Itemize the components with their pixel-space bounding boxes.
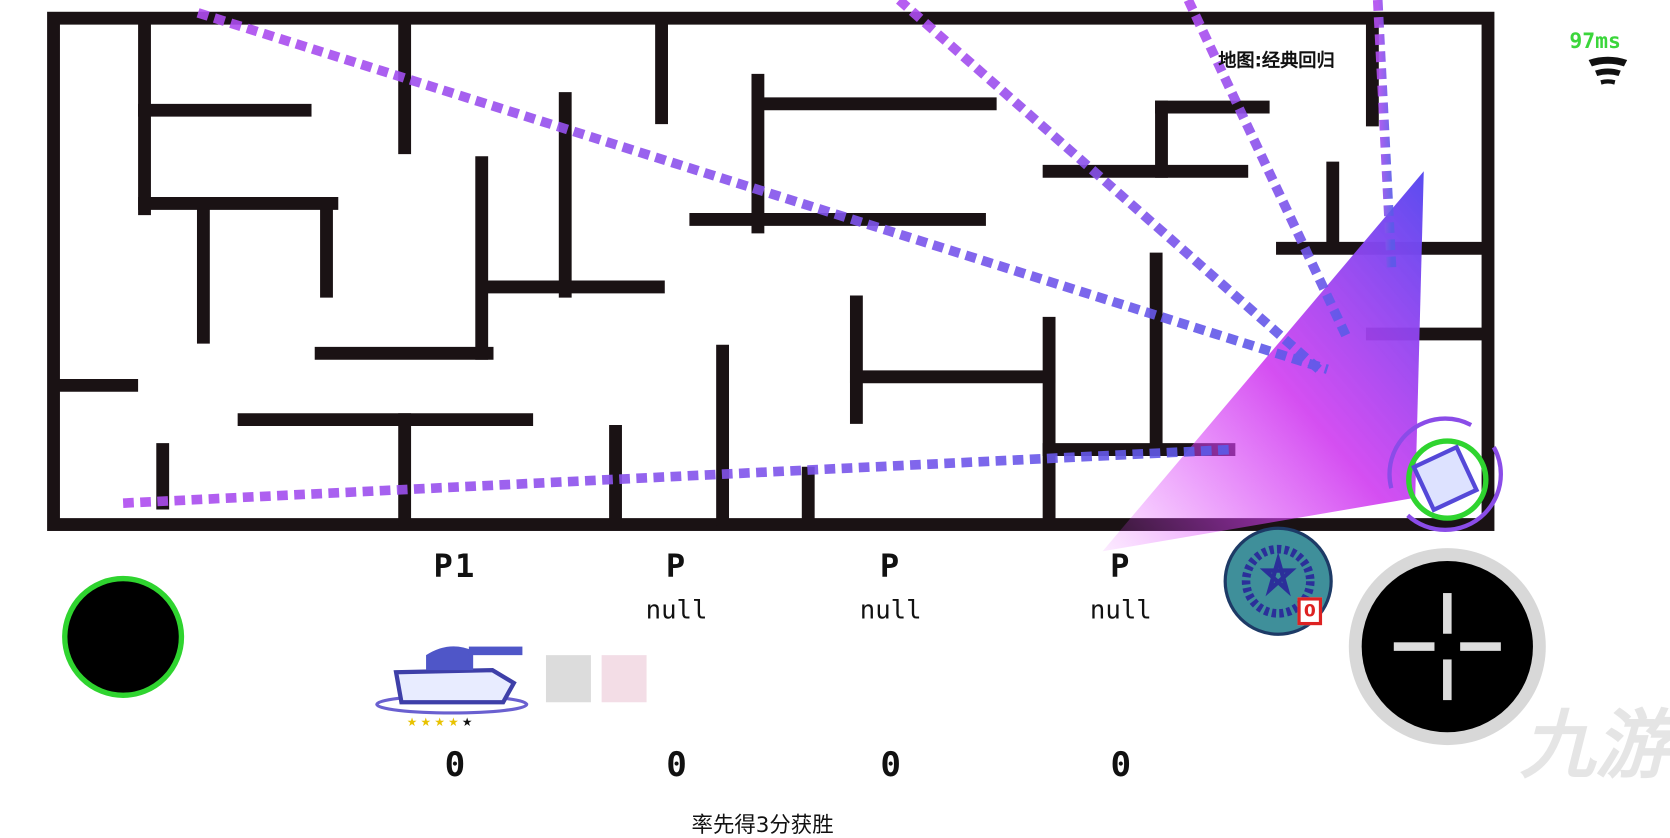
tank-skin-icon bbox=[545, 655, 591, 703]
player-tank bbox=[1387, 416, 1503, 533]
skill-count: 0 bbox=[1297, 597, 1323, 626]
player-label: P1 bbox=[433, 548, 477, 586]
tank-skin-icon bbox=[601, 655, 647, 703]
watermark: 九游 bbox=[1520, 701, 1670, 789]
ping-value: 97ms bbox=[1569, 27, 1621, 54]
win-rule-text: 率先得3分获胜 bbox=[691, 811, 834, 838]
player-label: P bbox=[665, 548, 688, 586]
tank-avatar-icon bbox=[375, 646, 529, 715]
player-score: 0 bbox=[444, 743, 466, 785]
move-joystick[interactable] bbox=[62, 575, 185, 698]
player-score: 0 bbox=[666, 743, 687, 785]
bullet-trails bbox=[122, 0, 1397, 508]
player-name: null bbox=[645, 595, 708, 626]
fire-button[interactable] bbox=[1348, 548, 1546, 746]
player-label: P bbox=[879, 548, 902, 586]
crosshair-icon bbox=[1361, 560, 1533, 733]
rank-stars: ★★★★★ bbox=[406, 715, 476, 730]
star-skill-icon bbox=[1241, 544, 1315, 618]
maze-walls bbox=[47, 11, 1495, 531]
player-name: null bbox=[1089, 595, 1152, 626]
player-name: null bbox=[859, 595, 922, 626]
map-name: 地图:经典回归 bbox=[1218, 50, 1335, 72]
signal-icon bbox=[1588, 56, 1628, 85]
player-score: 0 bbox=[1110, 743, 1132, 785]
player-score: 0 bbox=[880, 743, 901, 785]
player-label: P bbox=[1110, 548, 1132, 586]
